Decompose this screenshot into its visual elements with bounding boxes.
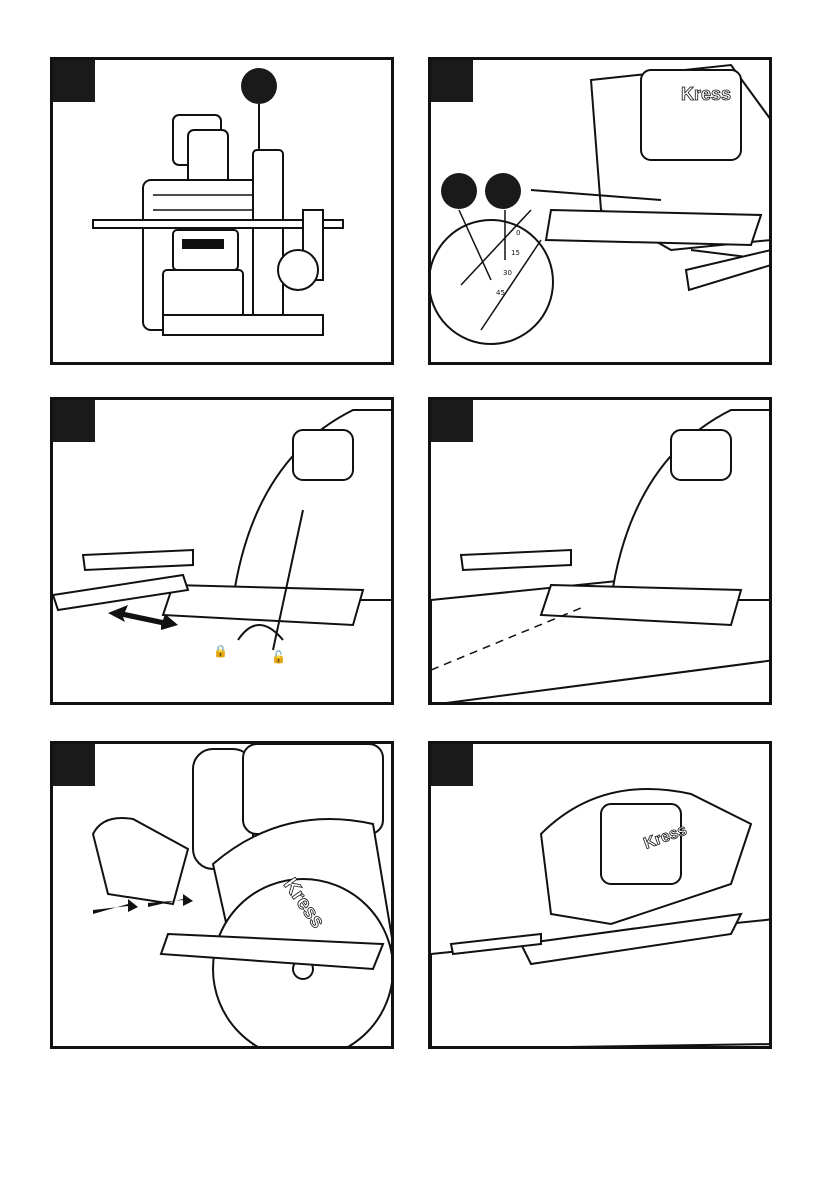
unlock-icon: 🔓 (271, 650, 286, 664)
dust-port-attach-illustration: Kress (53, 744, 394, 1049)
lock-icon: 🔒 (213, 644, 228, 658)
figure-panel-4 (428, 397, 772, 705)
figure-panel-2: 0 15 30 45 Kress (428, 57, 772, 365)
figure-panel-3: 🔒 🔓 (50, 397, 394, 705)
saw-on-workpiece-illustration: Kress (431, 744, 772, 1049)
figure-panel-5: Kress (50, 741, 394, 1049)
parallel-guide-adjust-illustration (53, 400, 394, 705)
brand-logo: Kress (681, 84, 731, 104)
scale-mark-45: 45 (496, 289, 505, 297)
scale-mark-30: 30 (503, 269, 512, 277)
scale-mark-15: 15 (511, 249, 520, 257)
bevel-scale-illustration: 0 15 30 45 Kress (431, 60, 772, 365)
saw-rear-view-illustration (53, 60, 394, 365)
figure-panel-6: Kress (428, 741, 772, 1049)
figure-panel-1 (50, 57, 394, 365)
parallel-guide-cut-illustration (431, 400, 772, 705)
scale-mark-0: 0 (516, 229, 520, 237)
